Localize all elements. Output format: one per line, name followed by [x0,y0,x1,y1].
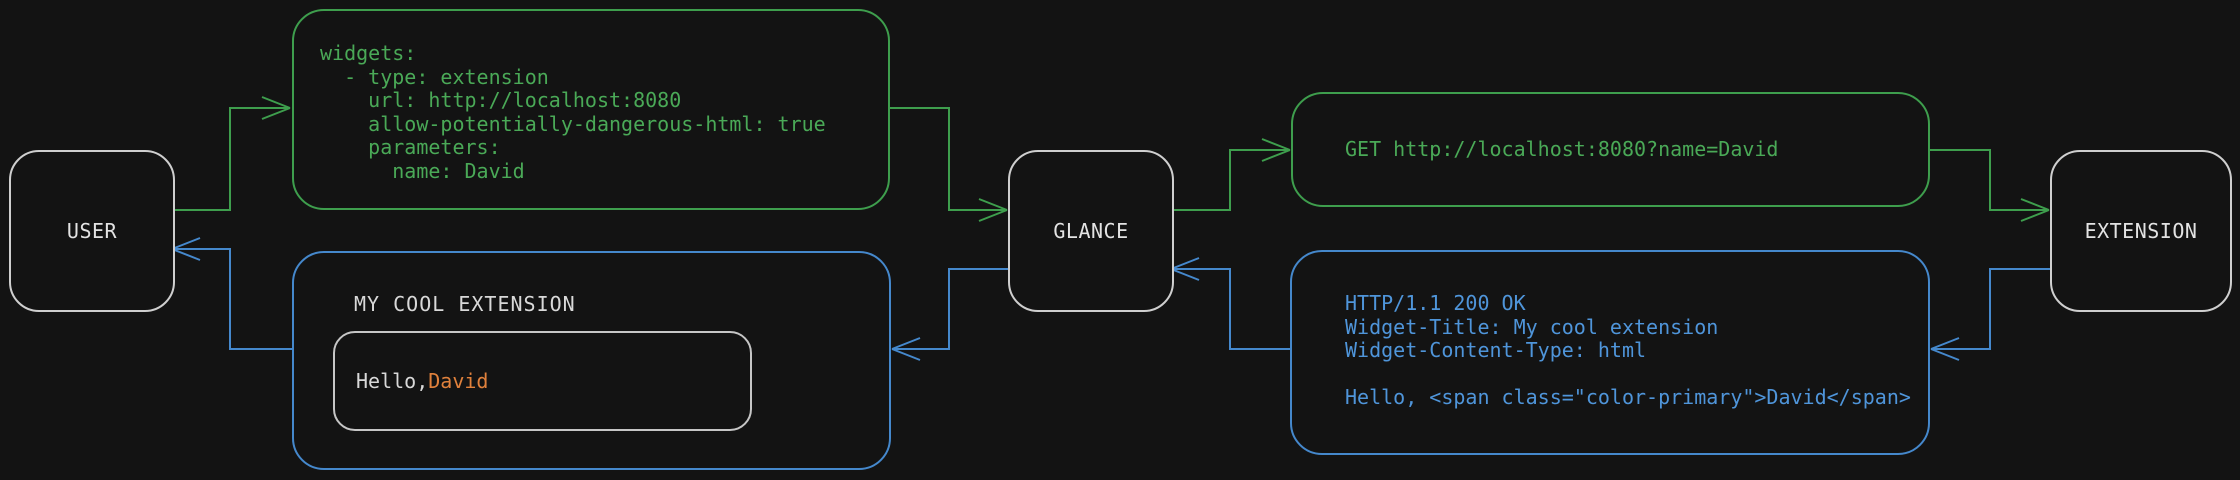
http-response-code: HTTP/1.1 200 OK Widget-Title: My cool ex… [1345,291,1911,410]
glance-node: GLANCE [1008,150,1174,312]
yaml-config-box: widgets: - type: extension url: http://l… [292,9,890,210]
user-node-label: USER [66,219,118,243]
arrow-config-to-glance [890,107,1008,222]
rendered-widget-box: MY COOL EXTENSION Hello, David [292,251,891,470]
widget-title: MY COOL EXTENSION [354,292,576,316]
arrow-extension-to-response [1930,268,2050,361]
arrow-response-to-glance [1170,257,1290,350]
yaml-config-code: widgets: - type: extension url: http://l… [320,41,826,183]
extension-node: EXTENSION [2050,150,2232,312]
http-request-text: GET http://localhost:8080?name=David [1345,136,1779,161]
arrow-user-to-config [171,96,291,211]
extension-node-label: EXTENSION [2084,219,2198,243]
arrow-glance-to-widget [891,268,1008,361]
arrow-request-to-extension [1930,149,2050,222]
http-response-box: HTTP/1.1 200 OK Widget-Title: My cool ex… [1290,250,1930,455]
widget-greeting-box: Hello, David [333,331,752,431]
user-node: USER [9,150,175,312]
arrow-glance-to-request [1170,138,1291,211]
arrow-widget-to-user [171,237,292,350]
greeting-prefix: Hello, [356,369,429,393]
glance-node-label: GLANCE [1053,219,1129,243]
greeting-name: David [428,369,489,393]
http-request-box: GET http://localhost:8080?name=David [1291,92,1930,207]
